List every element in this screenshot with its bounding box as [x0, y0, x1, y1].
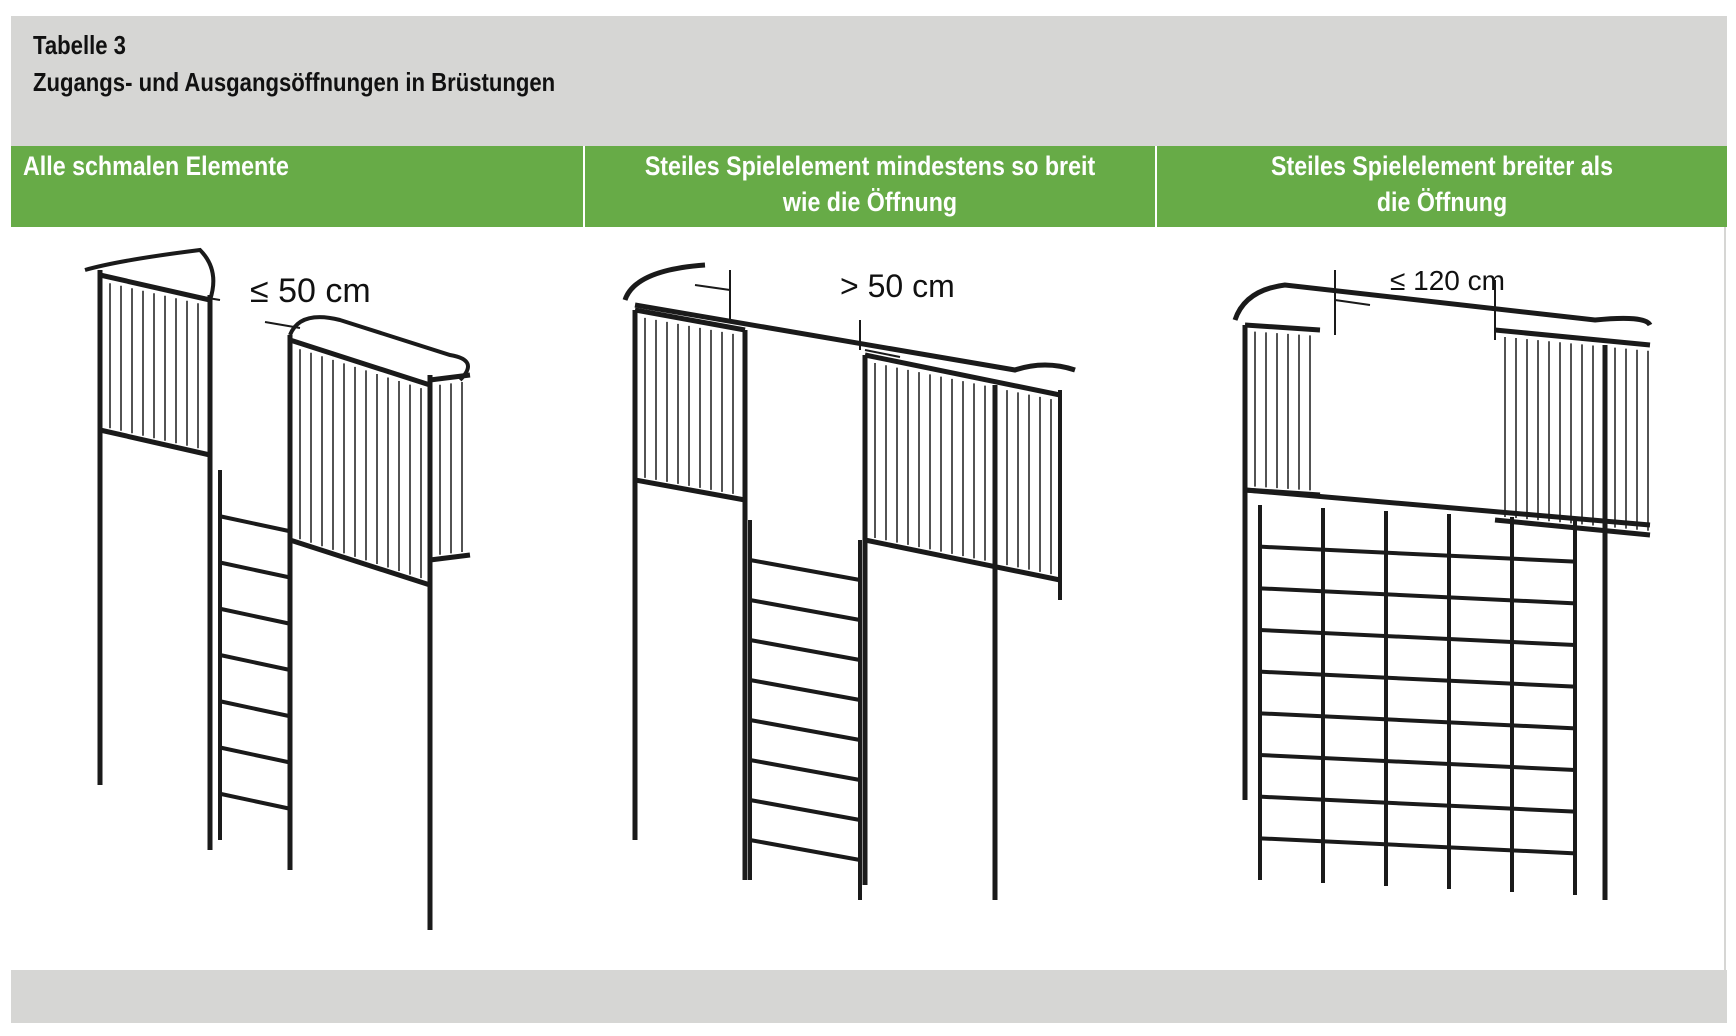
balustrade-right-top-rail: [864, 352, 1061, 398]
ladder-rung: [1259, 586, 1576, 606]
balustrade-cap: [84, 247, 216, 301]
balustrade-side-bottom-rail: [429, 552, 471, 563]
table-body: [11, 227, 1726, 970]
balustrade-left-bottom-rail: [99, 427, 211, 458]
column-header-1: Alle schmalen Elemente: [11, 146, 583, 227]
ladder-rung: [1259, 669, 1576, 689]
balustrade-right-bottom-rail: [864, 537, 1061, 583]
illustration-narrow-element: [84, 247, 471, 930]
balustrade-right-top-rail: [289, 337, 431, 388]
ladder-rung: [219, 560, 291, 580]
illustration-steep-element-same-width: [622, 262, 1076, 900]
dimension-arrow: [264, 321, 301, 329]
ladder-rung: [749, 838, 861, 862]
balustrade-cap: [622, 262, 1076, 373]
ladder-rung: [1259, 628, 1576, 647]
ladder-rung: [749, 598, 861, 622]
table-caption: Tabelle 3 Zugangs- und Ausgangsöffnungen…: [11, 16, 1727, 146]
deck-edge: [1244, 487, 1651, 528]
dimension-arrow: [1334, 299, 1371, 306]
ladder-rung: [749, 558, 861, 582]
ladder-rung: [749, 678, 861, 702]
illustration-steep-element-wider: [1232, 270, 1653, 900]
dimension-label-3: ≤ 120 cm: [1390, 265, 1505, 296]
balustrade-cap: [1232, 282, 1653, 327]
ladder-rung: [1259, 753, 1576, 772]
column-header-text: Steiles Spielelement breiter als: [1270, 151, 1614, 181]
ladder-rung: [749, 718, 861, 742]
column-header-3: Steiles Spielelement breiter als die Öffn…: [1157, 146, 1727, 227]
column-header-text: wie die Öffnung: [782, 187, 958, 217]
balustrade-left-top-rail: [634, 307, 746, 333]
ladder-rung: [219, 514, 291, 534]
ladder-rung: [1259, 836, 1576, 856]
balustrade-left-top-rail: [1244, 322, 1321, 333]
column-header-text: Steiles Spielelement mindestens so breit: [644, 151, 1096, 181]
ladder-rung: [219, 745, 291, 765]
ladder-rung: [749, 758, 861, 782]
ladder-rung: [749, 798, 861, 822]
dimension-arrow: [189, 294, 221, 301]
column-header-text: die Öffnung: [1376, 187, 1508, 217]
balustrade-right-top-rail: [1494, 327, 1651, 348]
column-header-2: Steiles Spielelement mindestens so breit…: [585, 146, 1155, 227]
ladder-rung: [219, 699, 291, 719]
dimension-label-1: ≤ 50 cm: [250, 272, 371, 310]
dimension-arrow: [864, 349, 901, 358]
balustrade-right-bottom-rail: [1494, 517, 1651, 538]
ladder-rung: [219, 791, 291, 811]
balustrade-left-bottom-rail: [634, 477, 746, 503]
table-title: Zugangs- und Ausgangsöffnungen in Brüstu…: [33, 67, 556, 97]
ladder-rung: [219, 606, 291, 626]
dimension-label-2: > 50 cm: [840, 268, 955, 304]
table-label: Tabelle 3: [33, 30, 126, 60]
ladder-rung: [1259, 794, 1576, 814]
balustrade-side-top-rail: [429, 372, 471, 383]
column-header-text: Alle schmalen Elemente: [23, 151, 289, 181]
table-footer: [11, 970, 1727, 1023]
ladder-rung: [749, 638, 861, 662]
ladder-rung: [1259, 711, 1576, 731]
balustrade-right-bottom-rail: [289, 537, 431, 588]
dimension-arrow: [1459, 304, 1496, 311]
ladder-rung: [219, 653, 291, 672]
balustrade-cap: [288, 315, 470, 382]
ladder-rung: [1259, 544, 1576, 564]
dimension-arrow: [694, 284, 731, 291]
